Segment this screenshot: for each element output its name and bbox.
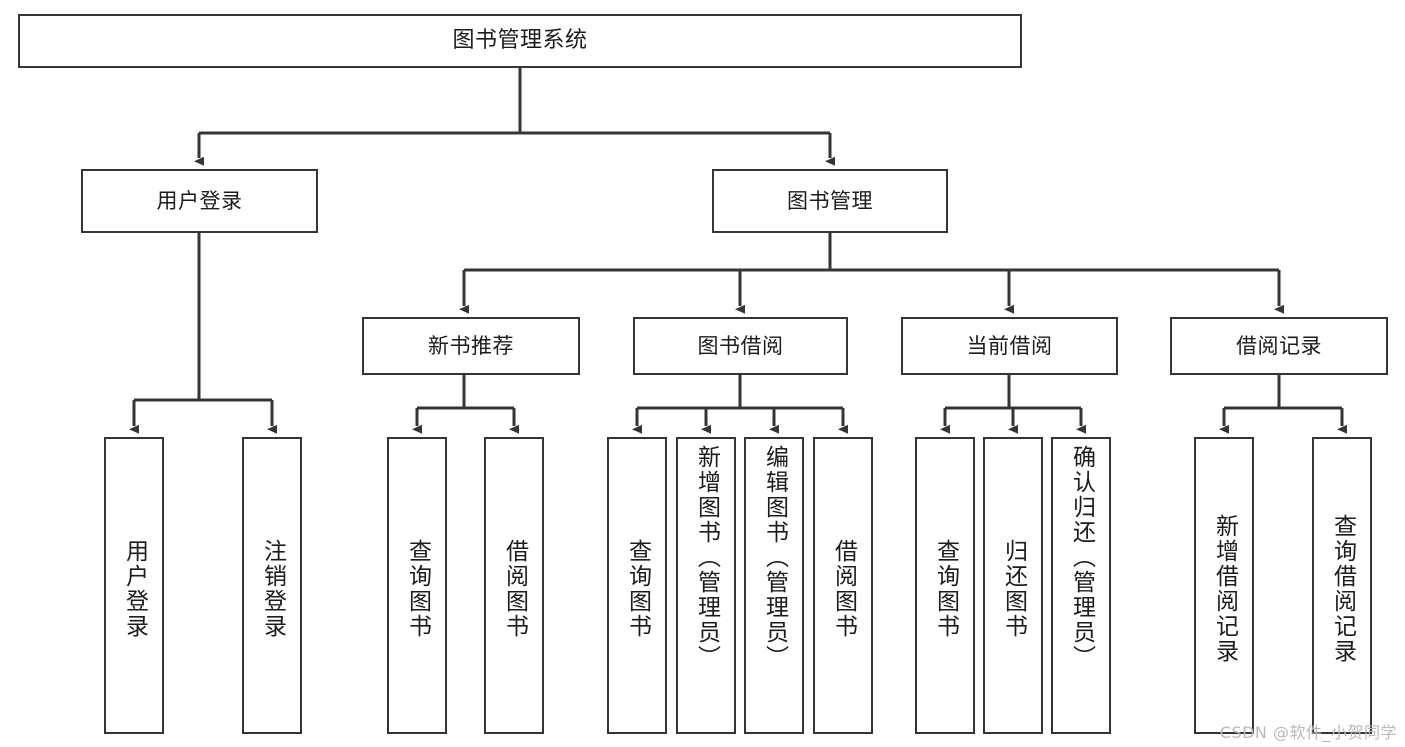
node-leaf-return-book[interactable]: 归还图书 [983,437,1043,734]
node-user-login[interactable]: 用户登录 [81,169,318,233]
node-book-borrow-label: 图书借阅 [697,333,784,358]
node-leaf-query-book-current-label: 查询图书 [932,538,959,639]
edge-group-root [194,68,835,166]
node-borrow-record[interactable]: 借阅记录 [1170,317,1388,375]
node-leaf-query-book-recommend-label: 查询图书 [404,538,431,639]
node-borrow-record-label: 借阅记录 [1236,333,1322,358]
node-leaf-query-book-borrow[interactable]: 查询图书 [607,437,667,734]
node-leaf-query-borrow-record-label: 查询借阅记录 [1329,513,1356,664]
node-leaf-logout[interactable]: 注销登录 [242,437,302,734]
node-leaf-add-book-admin-label: 新增图书（管理员） [693,445,720,670]
edge-group-borrow-record [1219,375,1347,434]
node-book-manage[interactable]: 图书管理 [712,169,948,233]
node-leaf-edit-book-admin[interactable]: 编辑图书（管理员） [744,437,804,734]
node-root[interactable]: 图书管理系统 [18,14,1022,68]
node-leaf-query-borrow-record[interactable]: 查询借阅记录 [1312,437,1372,734]
edge-group-book-borrow [632,375,848,434]
edge-group-current-borrow [940,375,1086,434]
node-leaf-confirm-return-admin-label: 确认归还（管理员） [1068,445,1095,670]
csdn-watermark: CSDN @软件_小贺同学 [1219,723,1397,742]
node-leaf-query-book-current[interactable]: 查询图书 [915,437,975,734]
node-leaf-query-book-borrow-label: 查询图书 [624,538,651,639]
node-current-borrow-label: 当前借阅 [966,333,1053,358]
node-book-borrow[interactable]: 图书借阅 [633,317,848,375]
node-leaf-add-book-admin[interactable]: 新增图书（管理员） [676,437,736,734]
node-leaf-user-login[interactable]: 用户登录 [104,437,164,734]
node-leaf-logout-label: 注销登录 [259,538,286,639]
node-leaf-edit-book-admin-label: 编辑图书（管理员） [761,445,788,670]
node-leaf-return-book-label: 归还图书 [1000,538,1027,639]
node-leaf-borrow-book-recommend[interactable]: 借阅图书 [484,437,544,734]
node-leaf-add-borrow-record[interactable]: 新增借阅记录 [1194,437,1254,734]
node-leaf-confirm-return-admin[interactable]: 确认归还（管理员） [1051,437,1111,734]
edge-group-user-login [129,233,277,434]
node-new-book-recommend-label: 新书推荐 [428,333,514,358]
node-current-borrow[interactable]: 当前借阅 [901,317,1118,375]
node-leaf-user-login-label: 用户登录 [121,538,148,639]
node-user-login-label: 用户登录 [156,188,243,213]
node-leaf-add-borrow-record-label: 新增借阅记录 [1211,513,1238,664]
node-new-book-recommend[interactable]: 新书推荐 [362,317,580,375]
node-leaf-query-book-recommend[interactable]: 查询图书 [387,437,447,734]
edge-group-book-manage [459,233,1284,314]
edge-group-new-book [412,375,519,434]
node-book-manage-label: 图书管理 [787,188,873,213]
node-root-label: 图书管理系统 [452,28,588,54]
node-leaf-borrow-book-recommend-label: 借阅图书 [501,538,528,639]
node-leaf-borrow-book-label: 借阅图书 [830,538,857,639]
node-leaf-borrow-book[interactable]: 借阅图书 [813,437,873,734]
